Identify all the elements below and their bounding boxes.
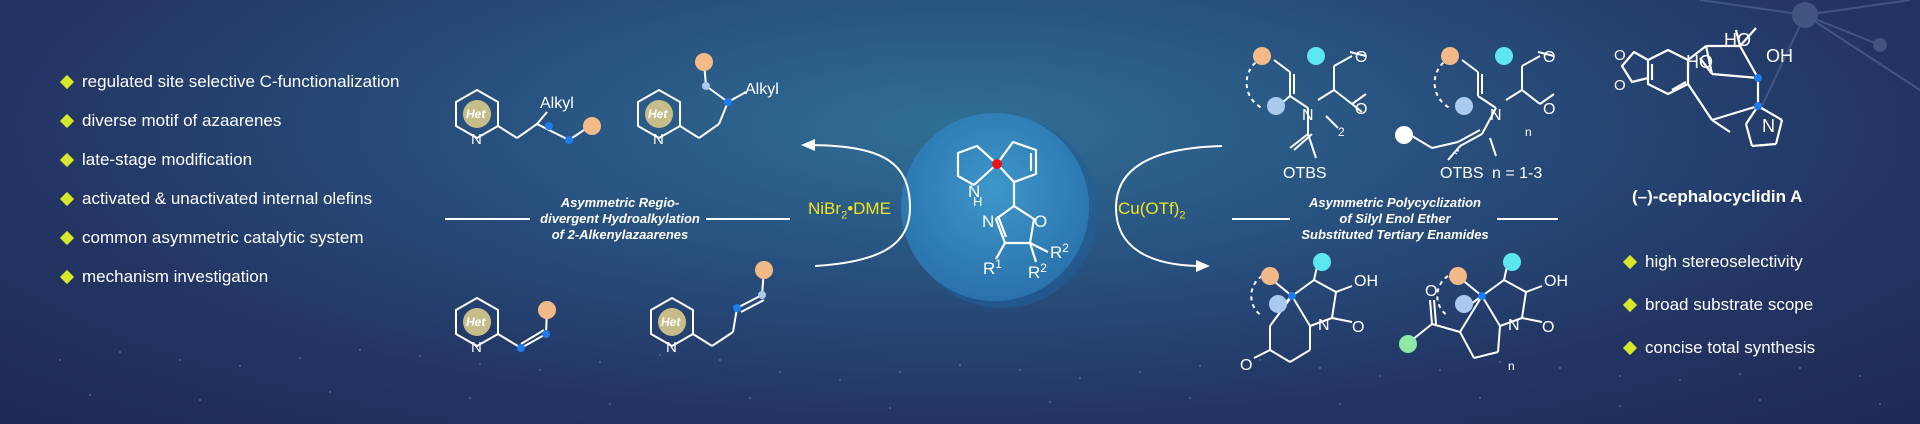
diamond-bullet-icon [59,113,75,129]
svg-text:N: N [666,339,677,356]
cu-catalyst-label: Cu(OTf)2 [1118,199,1186,222]
nh-h-label: H [973,194,982,209]
svg-text:O: O [1542,319,1554,336]
list-item: late-stage modification [59,150,400,170]
svg-text:Het: Het [466,315,486,329]
svg-text:OTBS: OTBS [1440,165,1484,182]
svg-text:n: n [1508,359,1515,373]
product-linear: Het N Alkyl [637,53,779,148]
svg-text:Alkyl: Alkyl [540,95,574,112]
diamond-bullet-icon [1622,254,1638,270]
svg-text:Het: Het [661,315,681,329]
svg-text:N: N [1508,317,1520,334]
svg-text:HO: HO [1686,52,1713,72]
polycycle-product-2: N OH O O n [1399,253,1568,373]
list-item: activated & unactivated internal olefins [59,189,400,209]
svg-text:N: N [1302,107,1314,124]
svg-text:O: O [1352,319,1364,336]
svg-text:N: N [1490,107,1502,124]
diamond-bullet-icon [59,152,75,168]
oxazoline-n-label: N [982,212,994,231]
list-item: diverse motif of azaarenes [59,111,400,131]
list-item: high stereoselectivity [1622,252,1815,272]
svg-text:O: O [1543,49,1555,66]
svg-text:n = 1-3: n = 1-3 [1492,165,1542,182]
right-feature-list: high stereoselectivity broad substrate s… [1622,252,1815,381]
substrate-vinyl: Het N [455,297,556,356]
list-item: broad substrate scope [1622,295,1815,315]
svg-text:O: O [1240,357,1252,374]
svg-text:O: O [1425,283,1437,300]
svg-text:N: N [1318,317,1330,334]
svg-text:2: 2 [1338,125,1345,139]
svg-text:Alkyl: Alkyl [745,81,779,98]
svg-text:N: N [1762,116,1775,136]
enamide-substrate-2: N n O O OTBS n = 1-3 [1395,47,1555,182]
substrate-internal-olefin: Het N [650,261,773,356]
nh-label: N [968,182,980,201]
diamond-bullet-icon [59,230,75,246]
svg-text:N: N [471,131,482,148]
svg-text:O: O [1355,49,1367,66]
enamide-substrate-1: N 2 O O OTBS [1245,47,1367,182]
list-item: regulated site selective C-functionaliza… [59,72,400,92]
decorative-network [1699,0,1920,111]
right-arrow [1115,145,1558,272]
oxazoline-o-label: O [1034,212,1047,231]
diamond-bullet-icon [1622,340,1638,356]
cephalocyclidin-structure: O O HO HO OH N [1614,27,1793,148]
svg-text:O: O [1614,77,1626,94]
svg-text:OTBS: OTBS [1283,165,1327,182]
left-feature-list: regulated site selective C-functionaliza… [59,72,400,306]
left-reaction-caption: Asymmetric Regio- divergent Hydroalkylat… [540,195,700,242]
svg-text:O: O [1355,101,1367,118]
right-reaction-caption: Asymmetric Polycyclization of Silyl Enol… [1301,195,1489,242]
ni-catalyst-label: NiBr2•DME [808,199,891,222]
list-item: concise total synthesis [1622,338,1815,358]
product-branched: Het N Alkyl [455,89,601,148]
svg-text:N: N [653,131,664,148]
diamond-bullet-icon [59,191,75,207]
list-item: mechanism investigation [59,267,400,287]
wave-dots [58,348,1882,410]
ligand-circle: N H N O R1 R2 R2 [901,113,1098,308]
svg-text:O: O [1543,101,1555,118]
svg-text:OH: OH [1354,273,1378,290]
natural-product-name: (–)-cephalocyclidin A [1632,187,1803,206]
svg-text:n: n [1525,125,1532,139]
svg-text:N: N [471,339,482,356]
diamond-bullet-icon [1622,297,1638,313]
list-item: common asymmetric catalytic system [59,228,400,248]
svg-text:Het: Het [466,107,486,121]
svg-text:O: O [1614,47,1626,64]
svg-text:OH: OH [1544,273,1568,290]
svg-text:HO: HO [1724,30,1751,50]
diamond-bullet-icon [59,74,75,90]
polycycle-product-1: N OH O O [1240,253,1378,374]
svg-text:OH: OH [1766,46,1793,66]
svg-text:Het: Het [648,107,668,121]
left-arrow [445,139,911,267]
diamond-bullet-icon [59,269,75,285]
